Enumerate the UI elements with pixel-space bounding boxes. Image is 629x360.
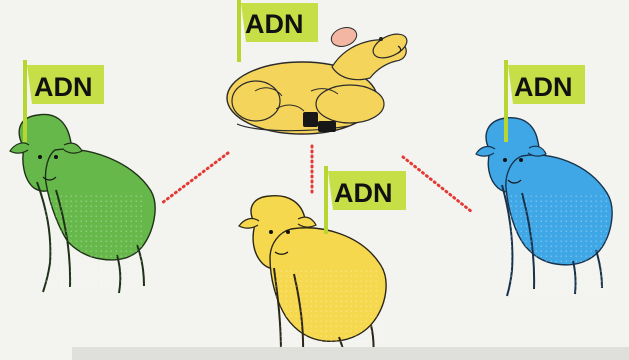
connector-right — [401, 155, 474, 214]
lying-lamb-icon — [226, 27, 408, 135]
bottom-bar — [72, 347, 629, 360]
flag-banner — [27, 65, 104, 104]
flag-banner — [241, 3, 318, 42]
flag-pole — [237, 0, 241, 62]
flag-banner — [328, 171, 406, 210]
flag-label: ADN — [245, 9, 304, 39]
flag-top: ADN — [237, 0, 318, 62]
connector-left — [160, 151, 230, 205]
flag-pole — [23, 60, 27, 142]
flag-pole — [324, 166, 328, 234]
flag-label: ADN — [334, 178, 393, 208]
blue-sheep-icon — [475, 117, 613, 297]
connector-lines — [160, 144, 474, 214]
yellow-sheep-icon — [238, 195, 387, 360]
flag-right: ADN — [504, 60, 585, 142]
flag-label: ADN — [34, 72, 93, 102]
flag-left: ADN — [23, 60, 104, 142]
flag-banner — [508, 65, 585, 104]
flag-pole — [504, 60, 508, 142]
green-sheep-icon — [9, 113, 156, 294]
flag-label: ADN — [514, 72, 573, 102]
flag-center: ADN — [324, 166, 406, 234]
